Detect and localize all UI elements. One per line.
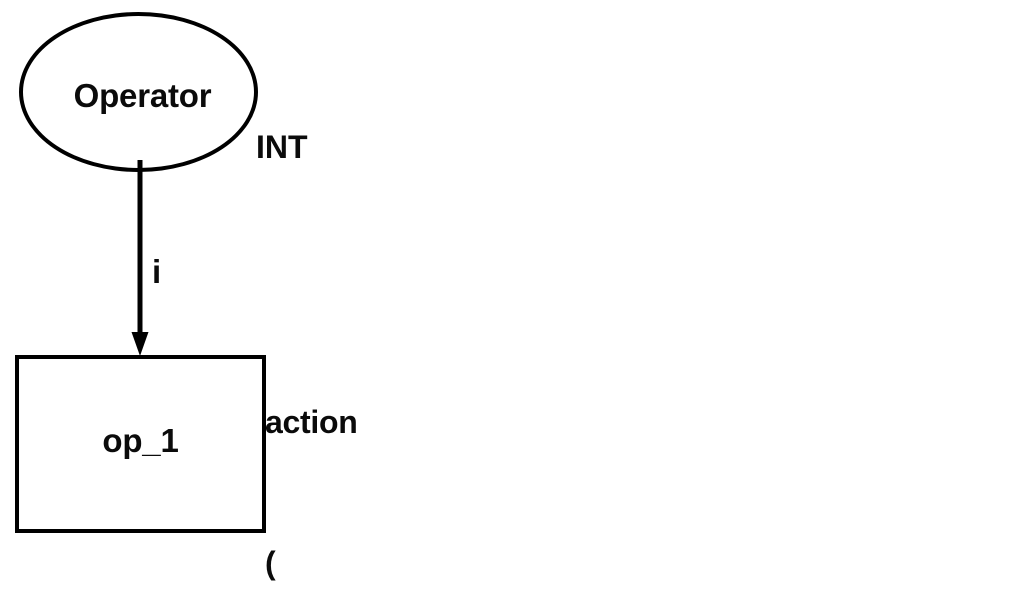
op1-rectangle-node[interactable]: op_1	[15, 355, 266, 533]
action-open-paren-line: (	[265, 545, 276, 581]
operator-node-label: Operator	[73, 77, 212, 114]
edge-label-i: i	[152, 253, 162, 290]
op1-node-label: op_1	[102, 422, 179, 459]
action-code-block: action ( addEnergy( !energyMean , !energ…	[265, 305, 939, 598]
action-keyword-line: action	[265, 404, 358, 440]
edge-arrow-operator-to-op1	[131, 160, 149, 356]
operator-ellipse-node[interactable]: Operator	[19, 12, 258, 172]
operator-type-label-int: INT	[256, 129, 308, 165]
